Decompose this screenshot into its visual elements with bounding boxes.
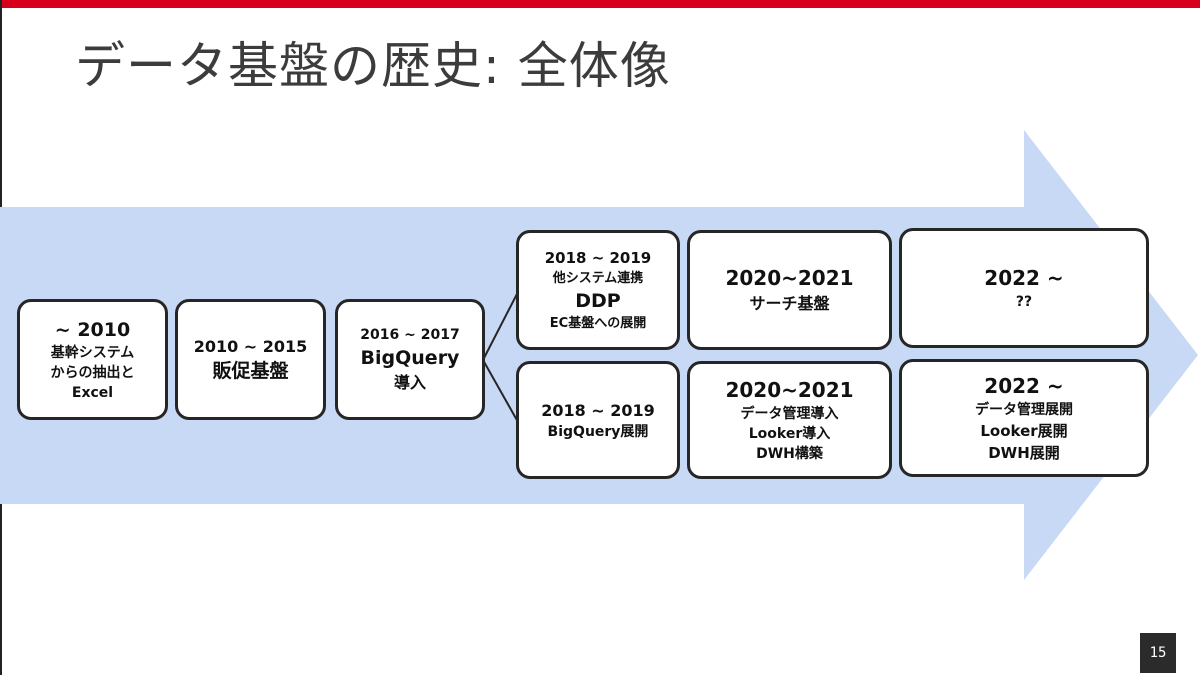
timeline-box-pre-2010: ~ 2010 基幹システム からの抽出と Excel bbox=[17, 299, 168, 420]
timeline-box-2022-expansion: 2022 ~ データ管理展開 Looker展開 DWH展開 bbox=[899, 359, 1149, 477]
branch-connector-lower bbox=[482, 359, 519, 423]
box-line: BigQuery bbox=[360, 347, 460, 369]
box-line: からの抽出と bbox=[50, 364, 135, 381]
timeline-box-2022-unknown: 2022 ~ ?? bbox=[899, 228, 1149, 348]
box-line: DWH構築 bbox=[756, 445, 823, 462]
box-line: DDP bbox=[575, 290, 621, 312]
box-year: 2010 ~ 2015 bbox=[193, 337, 308, 356]
box-line: データ管理導入 bbox=[740, 405, 839, 422]
box-line: ?? bbox=[1015, 293, 1033, 310]
box-line: データ管理展開 bbox=[975, 401, 1073, 418]
timeline-box-2018-2019-bigquery: 2018 ~ 2019 BigQuery展開 bbox=[516, 361, 680, 479]
box-line: 基幹システム bbox=[50, 344, 135, 361]
timeline-box-2016-2017: 2016 ~ 2017 BigQuery 導入 bbox=[335, 299, 485, 420]
timeline-arrow bbox=[0, 130, 1198, 580]
box-line: BigQuery展開 bbox=[547, 423, 649, 440]
box-line: EC基盤への展開 bbox=[549, 316, 647, 331]
timeline-box-2010-2015: 2010 ~ 2015 販促基盤 bbox=[175, 299, 326, 420]
page-number: 15 bbox=[1140, 633, 1176, 673]
timeline-box-2018-2019-ddp: 2018 ~ 2019 他システム連携 DDP EC基盤への展開 bbox=[516, 230, 680, 350]
box-line: DWH展開 bbox=[988, 443, 1060, 462]
box-year: 2018 ~ 2019 bbox=[541, 400, 655, 420]
box-year: 2020~2021 bbox=[725, 377, 854, 402]
box-line: Excel bbox=[71, 384, 114, 401]
branch-connector-upper bbox=[482, 291, 519, 361]
box-line: サーチ基盤 bbox=[749, 294, 830, 313]
box-year: 2020~2021 bbox=[725, 266, 854, 290]
accent-bar bbox=[0, 0, 1200, 8]
slide-title: データ基盤の歴史: 全体像 bbox=[75, 37, 671, 95]
box-line: 導入 bbox=[393, 373, 426, 392]
box-line: Looker展開 bbox=[980, 421, 1068, 440]
timeline-box-2020-2021-search: 2020~2021 サーチ基盤 bbox=[687, 230, 892, 350]
box-line: 販促基盤 bbox=[212, 360, 289, 382]
box-line: Looker導入 bbox=[748, 425, 831, 442]
box-year: ~ 2010 bbox=[54, 318, 131, 341]
box-line: 他システム連携 bbox=[552, 271, 644, 286]
box-year: 2016 ~ 2017 bbox=[360, 327, 460, 343]
box-year: 2022 ~ bbox=[984, 265, 1064, 290]
timeline-box-2020-2021-data-mgmt: 2020~2021 データ管理導入 Looker導入 DWH構築 bbox=[687, 361, 892, 479]
box-year: 2018 ~ 2019 bbox=[544, 249, 652, 267]
box-year: 2022 ~ bbox=[984, 373, 1064, 398]
